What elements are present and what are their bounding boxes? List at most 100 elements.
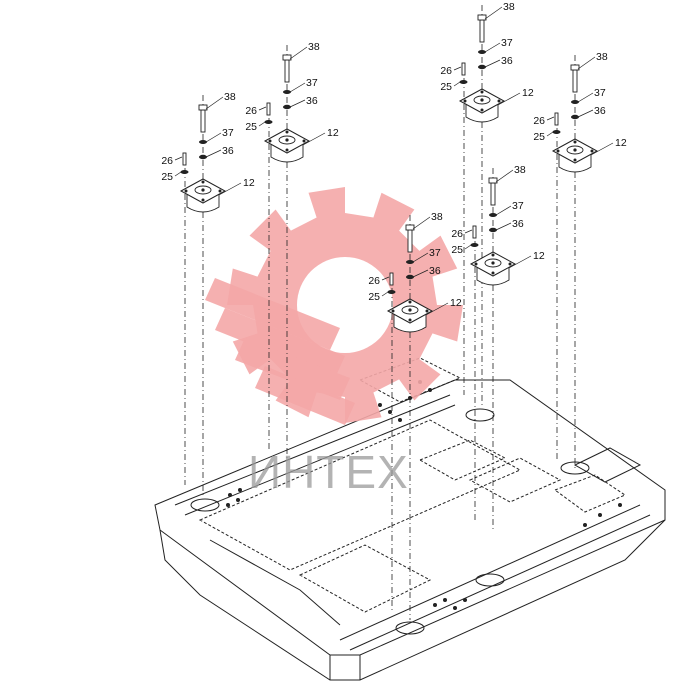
part-label: 37 bbox=[512, 200, 524, 212]
washer bbox=[489, 227, 497, 233]
mount-hole bbox=[268, 139, 272, 143]
mount-hole bbox=[480, 108, 484, 112]
washer bbox=[478, 50, 486, 54]
part-label: 25 bbox=[245, 121, 257, 133]
mount-hole bbox=[285, 130, 289, 134]
leader-line bbox=[174, 156, 183, 161]
mount-center bbox=[573, 148, 577, 152]
part-label: 36 bbox=[501, 55, 513, 67]
part-label: 25 bbox=[368, 291, 380, 303]
leader-line bbox=[412, 252, 429, 263]
leader-line bbox=[495, 222, 512, 231]
leader-line bbox=[289, 46, 308, 60]
leader-line bbox=[497, 92, 521, 106]
mount-hole bbox=[408, 318, 412, 322]
bolt bbox=[572, 69, 578, 93]
leader-line bbox=[412, 269, 429, 278]
logo-stripe bbox=[205, 278, 340, 350]
leader-line bbox=[464, 229, 473, 234]
mount-hole bbox=[463, 99, 467, 103]
bolt-head bbox=[282, 54, 292, 61]
part-label: 38 bbox=[514, 164, 526, 176]
leader-line bbox=[464, 244, 472, 250]
leader-line bbox=[218, 182, 242, 196]
leader-line bbox=[577, 56, 596, 70]
part-label: 25 bbox=[440, 81, 452, 93]
mount-hole bbox=[556, 149, 560, 153]
logo-stripe bbox=[255, 366, 355, 425]
leader-line bbox=[453, 66, 462, 71]
leader-line bbox=[289, 99, 306, 108]
leader-line bbox=[590, 142, 614, 156]
mount-hole bbox=[590, 149, 594, 153]
mount-center bbox=[285, 138, 289, 142]
part-label: 37 bbox=[594, 87, 606, 99]
side-bolt bbox=[461, 62, 466, 76]
mount-hole bbox=[218, 189, 222, 193]
leader-line bbox=[484, 6, 503, 20]
part-label: 36 bbox=[512, 218, 524, 230]
leader-line bbox=[174, 171, 182, 177]
bolt-head bbox=[405, 224, 415, 231]
bolt bbox=[200, 109, 206, 133]
side-bolt bbox=[472, 225, 477, 239]
mount-hole bbox=[425, 309, 429, 313]
washer bbox=[406, 260, 414, 264]
mount-hole bbox=[508, 262, 512, 266]
part-label: 37 bbox=[222, 127, 234, 139]
mount-hole bbox=[480, 90, 484, 94]
bolt bbox=[407, 229, 413, 253]
base-frame bbox=[154, 357, 666, 681]
leader-line bbox=[508, 255, 532, 269]
mount-center bbox=[201, 188, 205, 192]
mount-hole bbox=[491, 271, 495, 275]
leader-line bbox=[495, 169, 514, 183]
logo-stripe bbox=[235, 338, 350, 400]
side-bolt bbox=[182, 152, 187, 166]
leader-line bbox=[381, 291, 389, 297]
mount-hole bbox=[573, 158, 577, 162]
washer bbox=[199, 140, 207, 144]
part-label: 37 bbox=[429, 247, 441, 259]
logo-stripe bbox=[215, 308, 345, 378]
washer bbox=[283, 104, 291, 110]
part-label: 38 bbox=[224, 91, 236, 103]
mount-hole bbox=[201, 180, 205, 184]
washer bbox=[478, 64, 486, 70]
part-label: 12 bbox=[243, 177, 255, 189]
side-washer bbox=[470, 243, 479, 247]
part-label: 12 bbox=[327, 127, 339, 139]
side-washer bbox=[552, 130, 561, 134]
part-label: 38 bbox=[308, 41, 320, 53]
side-washer bbox=[387, 290, 396, 294]
washer bbox=[571, 114, 579, 120]
mount-hole bbox=[491, 253, 495, 257]
side-bolt bbox=[554, 112, 559, 126]
washer bbox=[406, 274, 414, 280]
leader-line bbox=[546, 131, 554, 137]
part-label: 36 bbox=[594, 105, 606, 117]
part-label: 38 bbox=[503, 1, 515, 13]
mount-hole bbox=[184, 189, 188, 193]
leader-line bbox=[577, 109, 594, 118]
part-label: 12 bbox=[522, 87, 534, 99]
mount-hole bbox=[497, 99, 501, 103]
side-washer bbox=[459, 80, 468, 84]
part-label: 25 bbox=[161, 171, 173, 183]
leader-line bbox=[495, 205, 512, 216]
part-label: 38 bbox=[431, 211, 443, 223]
part-label: 25 bbox=[451, 244, 463, 256]
part-label: 26 bbox=[533, 115, 545, 127]
bolt-head bbox=[570, 64, 580, 71]
part-label: 36 bbox=[306, 95, 318, 107]
mount-hole bbox=[474, 262, 478, 266]
side-bolt bbox=[389, 272, 394, 286]
watermark-text: ИНТЕХ bbox=[248, 446, 409, 498]
bolt-head bbox=[477, 14, 487, 21]
